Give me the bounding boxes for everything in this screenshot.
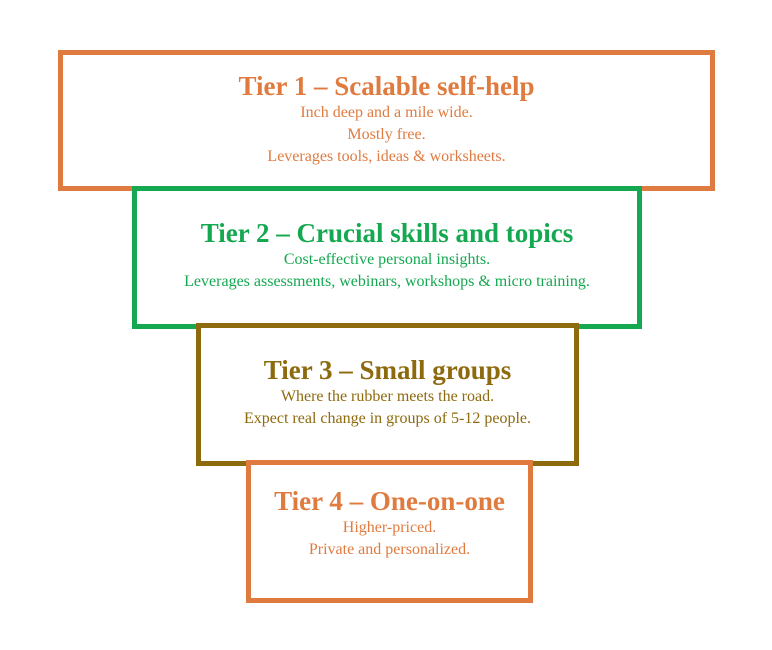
tier-2-line-1: Cost-effective personal insights. <box>283 250 491 268</box>
tier-1-line-2: Mostly free. <box>347 125 426 143</box>
tier-1-line-1: Inch deep and a mile wide. <box>300 103 473 121</box>
tier-3-line-1: Where the rubber meets the road. <box>280 387 495 405</box>
tier-4-title: Tier 4 – One-on-one <box>274 486 505 516</box>
tier-3-box: Tier 3 – Small groups Where the rubber m… <box>196 323 579 466</box>
tier-4-box: Tier 4 – One-on-one Higher-priced. Priva… <box>246 460 533 603</box>
tier-2-line-2: Leverages assessments, webinars, worksho… <box>184 272 590 290</box>
tier-2-title: Tier 2 – Crucial skills and topics <box>200 217 574 248</box>
tier-1-line-3: Leverages tools, ideas & worksheets. <box>267 147 506 165</box>
tier-2-box: Tier 2 – Crucial skills and topics Cost-… <box>132 186 642 329</box>
tier-1-box: Tier 1 – Scalable self-help Inch deep an… <box>58 50 715 191</box>
tier-4-line-1: Higher-priced. <box>342 519 437 536</box>
tier-1-title: Tier 1 – Scalable self-help <box>238 70 535 101</box>
tier-4-line-2: Private and personalized. <box>308 541 471 558</box>
tier-3-title: Tier 3 – Small groups <box>263 354 512 385</box>
tier-3-line-2: Expect real change in groups of 5-12 peo… <box>243 409 531 427</box>
